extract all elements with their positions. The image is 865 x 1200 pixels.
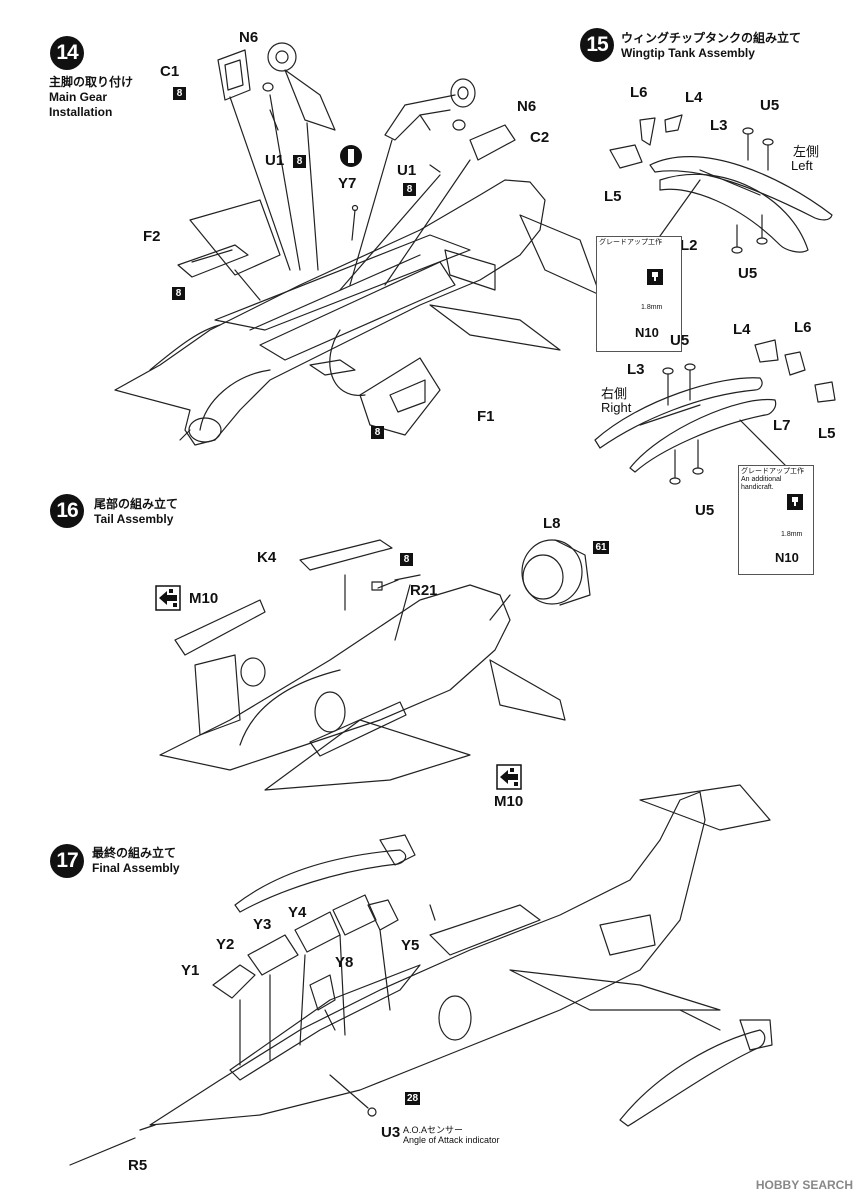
part-label-u5: U5 — [738, 265, 758, 282]
step-16-title-ja: 尾部の組み立て — [94, 497, 179, 511]
color-code-badge: 8 — [293, 155, 306, 168]
part-label-c2: C2 — [530, 129, 550, 146]
part-label-u1: U1 — [397, 162, 417, 179]
part-label-y4: Y4 — [288, 904, 307, 921]
step15-left-tank-drawing — [609, 114, 833, 254]
color-code-badge: 8 — [173, 87, 186, 100]
step-16-title: 尾部の組み立て Tail Assembly — [94, 497, 178, 527]
color-code-badge: 28 — [405, 1092, 420, 1105]
part-label-n6: N6 — [517, 98, 537, 115]
step-17-title: 最終の組み立て Final Assembly — [92, 846, 180, 876]
step-16-title-en: Tail Assembly — [94, 512, 174, 526]
part-label-u1: U1 — [265, 152, 285, 169]
right-side-label-ja: 右側 — [601, 386, 628, 401]
aoa-sensor-label: A.O.Aセンサー Angle of Attack indicator — [403, 1125, 500, 1145]
part-label-n10: N10 — [775, 550, 799, 565]
part-label-y5: Y5 — [401, 937, 420, 954]
color-code-badge: 8 — [403, 183, 416, 196]
part-label-l4: L4 — [733, 321, 751, 338]
part-label-l7: L7 — [773, 417, 791, 434]
upgrade-note-ja: グレードアップ工作 — [741, 468, 804, 475]
part-label-y1: Y1 — [181, 962, 200, 979]
step-15-title: ウィングチップタンクの組み立て Wingtip Tank Assembly — [621, 31, 801, 61]
step-14-number: 14 — [50, 36, 84, 70]
part-label-y7: Y7 — [338, 175, 357, 192]
cement-arrow-icon — [496, 764, 522, 790]
color-code-badge: 8 — [371, 426, 384, 439]
part-label-n10: N10 — [635, 325, 659, 340]
part-label-u5: U5 — [670, 332, 690, 349]
part-label-l5: L5 — [604, 188, 622, 205]
drill-dimension: 1.8mm — [641, 304, 663, 311]
left-side-label-ja: 左側 — [793, 144, 820, 159]
part-label-l3: L3 — [710, 117, 728, 134]
step-14-title-ja: 主脚の取り付け — [49, 75, 134, 89]
part-label-y8: Y8 — [335, 954, 354, 971]
step-16-number: 16 — [50, 494, 84, 528]
part-label-n6: N6 — [239, 29, 259, 46]
step17-aircraft-drawing — [69, 784, 773, 1166]
part-label-c1: C1 — [160, 63, 180, 80]
step-17-title-en: Final Assembly — [92, 861, 180, 875]
marker-I-icon — [340, 145, 362, 167]
step-17-title-ja: 最終の組み立て — [92, 846, 177, 860]
aoa-sensor-label-ja: A.O.Aセンサー — [403, 1125, 464, 1135]
part-label-l3: L3 — [627, 361, 645, 378]
drill-hole-icon — [647, 269, 663, 285]
upgrade-note-box: グレードアップ工作 1.8mm N10 — [596, 236, 682, 352]
cement-arrow-icon — [155, 585, 181, 611]
step-14-title-en2: Installation — [49, 105, 113, 119]
part-label-f1: F1 — [477, 408, 495, 425]
part-label-m10: M10 — [189, 590, 219, 607]
part-label-k4: K4 — [257, 549, 277, 566]
part-label-u3: U3 — [381, 1124, 401, 1141]
step-15-title-ja: ウィングチップタンクの組み立て — [621, 31, 802, 45]
drill-hole-icon — [787, 494, 803, 510]
step14-fuselage-drawing — [114, 179, 601, 446]
upgrade-note-en1: An additional — [741, 476, 782, 483]
part-label-u5: U5 — [760, 97, 780, 114]
part-label-m10: M10 — [494, 793, 524, 810]
watermark: HOBBY SEARCH — [755, 1178, 853, 1192]
step-15-title-en: Wingtip Tank Assembly — [621, 46, 755, 60]
part-label-u5: U5 — [695, 502, 715, 519]
part-label-l6: L6 — [630, 84, 648, 101]
upgrade-note-en2: handicraft. — [741, 484, 774, 491]
aoa-sensor-label-en: Angle of Attack indicator — [403, 1135, 500, 1145]
part-label-l4: L4 — [685, 89, 703, 106]
upgrade-note-ja: グレードアップ工作 — [599, 239, 662, 246]
part-label-r5: R5 — [128, 1157, 148, 1174]
part-label-l5: L5 — [818, 425, 836, 442]
step15-right-tank-drawing — [594, 339, 836, 485]
part-label-f2: F2 — [143, 228, 161, 245]
part-label-l2: L2 — [680, 237, 698, 254]
drill-dimension: 1.8mm — [781, 531, 803, 538]
step-14-title: 主脚の取り付け Main Gear Installation — [49, 75, 133, 120]
part-label-y2: Y2 — [216, 936, 235, 953]
step14-parts-drawing — [177, 42, 516, 436]
step-15-number: 15 — [580, 28, 614, 62]
color-code-badge: 61 — [593, 541, 609, 554]
part-label-l6: L6 — [794, 319, 812, 336]
color-code-badge: 8 — [172, 287, 185, 300]
step-17-number: 17 — [50, 844, 84, 878]
part-label-y3: Y3 — [253, 916, 272, 933]
step16-tail-drawing — [159, 539, 591, 791]
right-side-label-en: Right — [601, 400, 632, 415]
upgrade-note-box: グレードアップ工作 An additional handicraft. 1.8m… — [738, 465, 814, 575]
color-code-badge: 8 — [400, 553, 413, 566]
step-14-title-en1: Main Gear — [49, 90, 108, 104]
part-label-l8: L8 — [543, 515, 561, 532]
part-label-r21: R21 — [410, 582, 438, 599]
left-side-label-en: Left — [791, 158, 813, 173]
